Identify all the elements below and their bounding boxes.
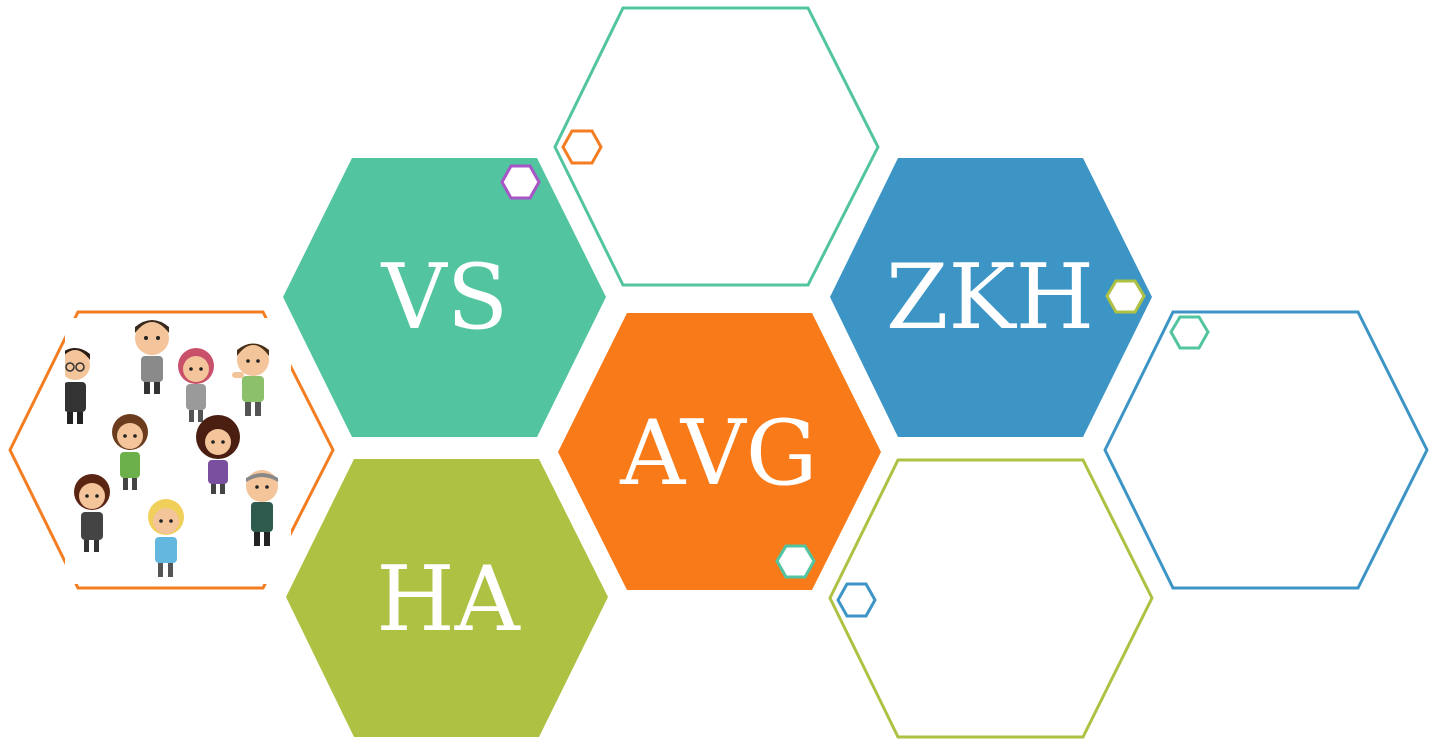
accent-hexagon-green — [1105, 279, 1146, 314]
outline-hexagon-bottom-right — [828, 458, 1154, 739]
accent-hexagon-orange — [561, 129, 603, 165]
person-icon — [135, 320, 169, 394]
hexagon-label-zkh: ZKH — [886, 245, 1094, 350]
accent-hexagon-teal-center — [775, 544, 816, 579]
outline-hexagon-top — [553, 6, 880, 287]
person-icon — [74, 474, 110, 552]
hexagon-avg — [558, 313, 881, 590]
person-icon — [148, 499, 184, 577]
person-icon — [246, 470, 278, 546]
accent-hexagon-blue — [836, 582, 877, 618]
hexagon-ha — [286, 459, 608, 737]
accent-hexagon-purple — [500, 164, 541, 200]
hexagon-label-ha: HA — [376, 547, 520, 652]
hexagon-zkh — [830, 158, 1152, 437]
hexagon-label-vs: VS — [381, 245, 509, 350]
outline-hexagon-right — [1103, 310, 1429, 590]
outline-hexagon-picture — [8, 310, 335, 590]
person-icon — [196, 415, 240, 494]
person-icon — [178, 348, 214, 422]
hexagon-vs — [283, 158, 606, 437]
accent-hexagon-teal-right — [1169, 315, 1210, 350]
person-icon — [65, 348, 90, 424]
people-illustration — [65, 318, 291, 584]
person-icon — [232, 343, 269, 416]
person-icon — [112, 414, 148, 490]
hexagon-label-avg: AVG — [619, 401, 817, 506]
